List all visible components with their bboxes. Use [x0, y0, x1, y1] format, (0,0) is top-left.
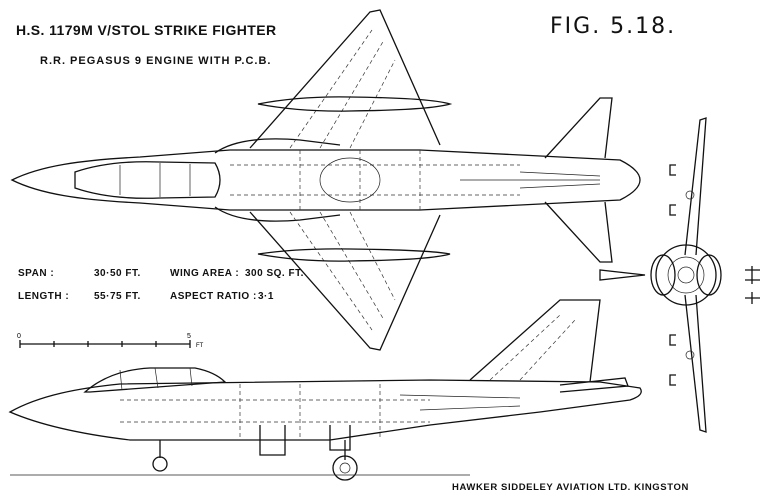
plan-intake-lower	[214, 206, 341, 222]
side-fuselage-outline	[8, 379, 642, 441]
side-canopy	[83, 367, 227, 393]
length-label: LENGTH :	[18, 291, 70, 302]
wing-area-label: WING AREA :	[170, 268, 240, 279]
plan-wing-lower	[249, 211, 441, 351]
manufacturer-footer: HAWKER SIDDELEY AVIATION LTD. KINGSTON	[452, 482, 689, 493]
front-view	[599, 117, 760, 433]
front-fuselage	[655, 244, 717, 306]
scale-start: 0	[17, 333, 21, 340]
plan-wing-upper	[249, 9, 441, 149]
aspect-ratio-value: 3·1	[258, 291, 274, 302]
wing-area-value: 300 SQ. FT.	[245, 268, 304, 279]
plan-fuselage-outline	[10, 149, 641, 211]
plan-tailplane-upper	[544, 97, 613, 159]
length-value: 55·75 FT.	[94, 291, 141, 302]
side-tailplane	[559, 377, 629, 393]
front-intake-left	[650, 254, 676, 296]
scale-bar: 0 5 FT	[17, 333, 204, 349]
plan-tank-upper	[257, 96, 453, 112]
front-wing-upper	[684, 117, 707, 256]
scale-end: 5	[187, 333, 191, 340]
front-wing-lower	[684, 294, 707, 433]
plan-tailplane-lower	[544, 201, 613, 263]
figure-label: FIG. 5.18.	[550, 14, 677, 39]
span-label: SPAN :	[18, 268, 55, 279]
plan-view	[10, 9, 641, 351]
plan-intake-upper	[214, 138, 341, 154]
drawing-title: H.S. 1179M V/STOL STRIKE FIGHTER	[16, 22, 277, 38]
front-fin	[599, 269, 646, 281]
side-view	[8, 299, 642, 481]
plan-tank-lower	[257, 248, 451, 262]
scale-unit: FT	[196, 343, 204, 349]
front-intake-right	[696, 254, 722, 296]
plan-canopy	[74, 161, 221, 199]
span-value: 30·50 FT.	[94, 268, 141, 279]
drawing-subtitle: R.R. PEGASUS 9 ENGINE WITH P.C.B.	[40, 55, 272, 67]
side-fin	[469, 299, 601, 383]
aspect-ratio-label: ASPECT RATIO :	[170, 291, 257, 302]
